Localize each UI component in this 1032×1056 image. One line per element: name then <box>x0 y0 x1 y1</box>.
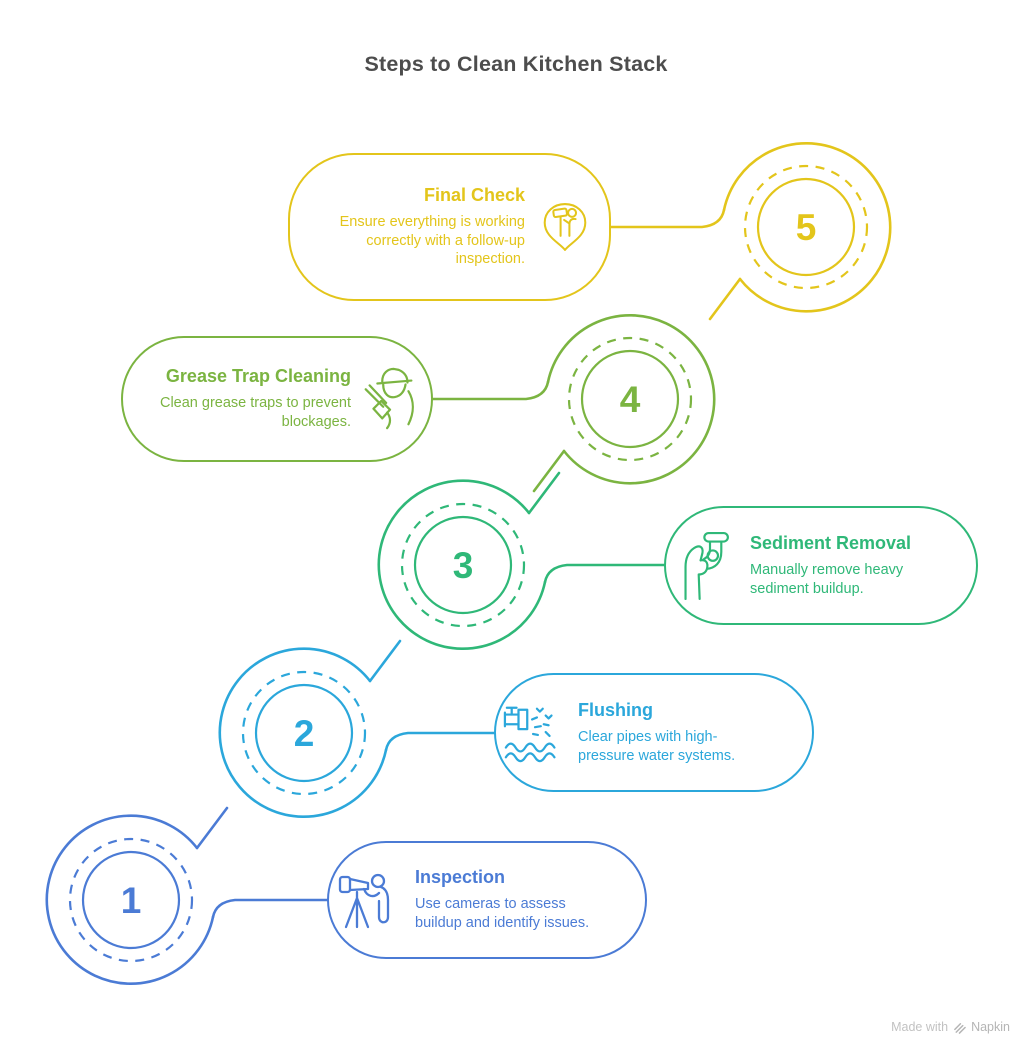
step-description: Use cameras to assess buildup and identi… <box>415 896 590 931</box>
circle-tail <box>708 277 742 321</box>
step-circle-4: 4 <box>431 313 716 493</box>
inspection-pin-icon <box>535 195 595 259</box>
step-description: Ensure everything is working correctly w… <box>339 213 525 268</box>
step-title: Grease Trap Cleaning <box>165 366 351 387</box>
step-number: 3 <box>453 545 474 586</box>
step-card-flushing: Flushing Clear pipes with high-pressure … <box>494 673 814 792</box>
worker-cleaning-icon <box>357 363 423 435</box>
circle-outline <box>546 313 716 485</box>
step-number: 2 <box>294 713 315 754</box>
step-number: 5 <box>796 207 817 248</box>
hand-holding-pipe-icon <box>678 529 742 603</box>
step-number: 1 <box>121 880 142 921</box>
step-card-final-check: Final Check Ensure everything is working… <box>288 153 611 301</box>
pipe-flushing-icon <box>502 700 568 766</box>
step-description: Manually remove heavy sediment buildup. <box>750 561 904 597</box>
watermark-prefix: Made with <box>891 1020 949 1034</box>
circle-tail <box>195 806 229 850</box>
circle-outline <box>218 647 388 819</box>
connector-line <box>543 563 666 584</box>
watermark: Made with Napkin <box>891 1020 1010 1034</box>
circle-outline <box>45 814 215 986</box>
circle-tail <box>527 471 561 515</box>
inner-ring <box>413 515 513 615</box>
circle-tail <box>368 639 402 683</box>
step-description: Clear pipes with high-pressure water sys… <box>578 728 736 764</box>
camera-tripod-icon <box>337 867 405 933</box>
inner-ring <box>580 349 680 449</box>
step-title: Flushing <box>578 699 653 720</box>
inner-ring <box>254 683 354 783</box>
circle-outline <box>377 479 547 651</box>
connector-line <box>211 898 329 919</box>
circle-outline <box>722 141 892 313</box>
step-circle-1: 1 <box>45 806 329 986</box>
circle-tail <box>532 449 566 493</box>
step-circle-3: 3 <box>377 471 666 651</box>
dashed-ring <box>743 164 869 290</box>
step-title: Sediment Removal <box>750 532 912 553</box>
connector-line <box>384 731 496 752</box>
inner-ring <box>81 850 181 950</box>
step-card-inspection: Inspection Use cameras to assess buildup… <box>327 841 647 959</box>
dashed-ring <box>400 502 526 628</box>
watermark-brand: Napkin <box>971 1020 1010 1034</box>
step-description: Clean grease traps to prevent blockages. <box>159 395 351 430</box>
inner-ring <box>756 177 856 277</box>
step-title: Inspection <box>415 867 506 888</box>
page-title: Steps to Clean Kitchen Stack <box>364 52 668 76</box>
dashed-ring <box>68 837 194 963</box>
step-number: 4 <box>620 379 641 420</box>
step-circle-5: 5 <box>609 141 892 321</box>
step-circle-2: 2 <box>218 639 496 819</box>
step-card-sediment-removal: Sediment Removal Manually remove heavy s… <box>664 506 978 625</box>
step-card-grease-trap-cleaning: Grease Trap Cleaning Clean grease traps … <box>121 336 433 462</box>
dashed-ring <box>567 336 693 462</box>
step-title: Final Check <box>423 184 525 205</box>
connector-line <box>431 380 550 401</box>
napkin-logo-icon <box>953 1021 966 1034</box>
dashed-ring <box>241 670 367 796</box>
connector-line <box>609 208 726 229</box>
